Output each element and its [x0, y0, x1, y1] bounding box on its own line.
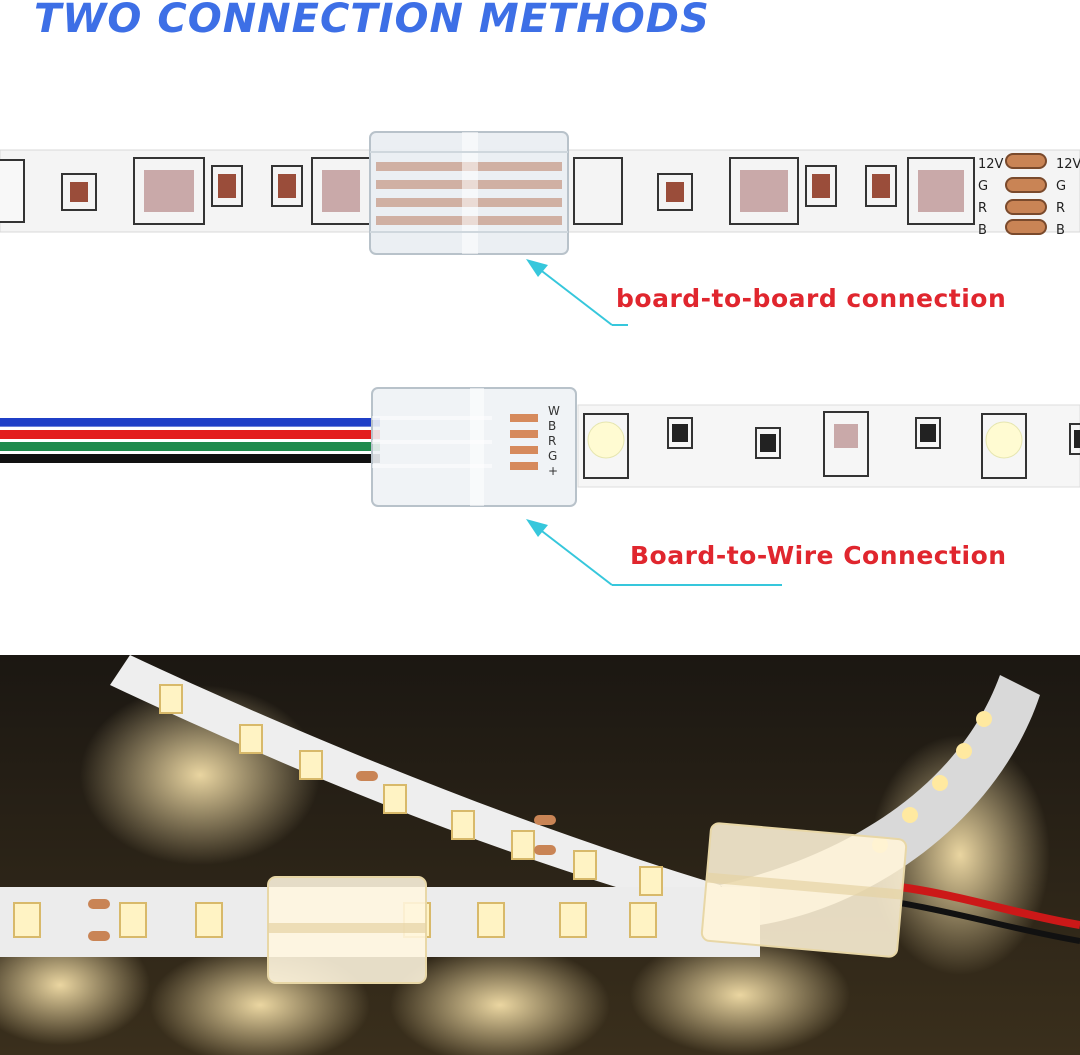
marking-12v: 12V: [978, 157, 1004, 172]
strip-marking-column-right: 12V G R B: [1056, 154, 1080, 242]
marking-12v-right: 12V: [1056, 157, 1080, 172]
arrow-pointer-icon: [526, 519, 782, 586]
arrow-pointer-icon: [526, 259, 628, 326]
callout-board-to-wire: Board-to-Wire Connection: [630, 541, 1007, 570]
marking-r-right: R: [1056, 201, 1066, 216]
marking-g-right: G: [1056, 179, 1067, 194]
marking-b-right: B: [1056, 223, 1065, 238]
pin-label-r: R: [548, 434, 557, 448]
page-title: TWO CONNECTION METHODS: [34, 0, 710, 42]
marking-b: B: [978, 223, 987, 238]
marking-g: G: [978, 179, 989, 194]
pin-label-plus: +: [548, 464, 559, 478]
lit-led-strip-photo: [0, 655, 1080, 1055]
connector-pin-labels: W B R G +: [548, 404, 560, 479]
pin-label-g: G: [548, 449, 558, 463]
rgb-strip-board-to-board: [0, 131, 1080, 255]
marking-r: R: [978, 201, 988, 216]
callout-board-to-board: board-to-board connection: [616, 284, 1007, 313]
pin-label-w: W: [548, 404, 560, 418]
rgbw-strip-board-to-wire: [0, 387, 1080, 507]
strip-marking-column-left: 12V G R B: [978, 154, 1003, 242]
pin-label-b: B: [548, 419, 557, 433]
